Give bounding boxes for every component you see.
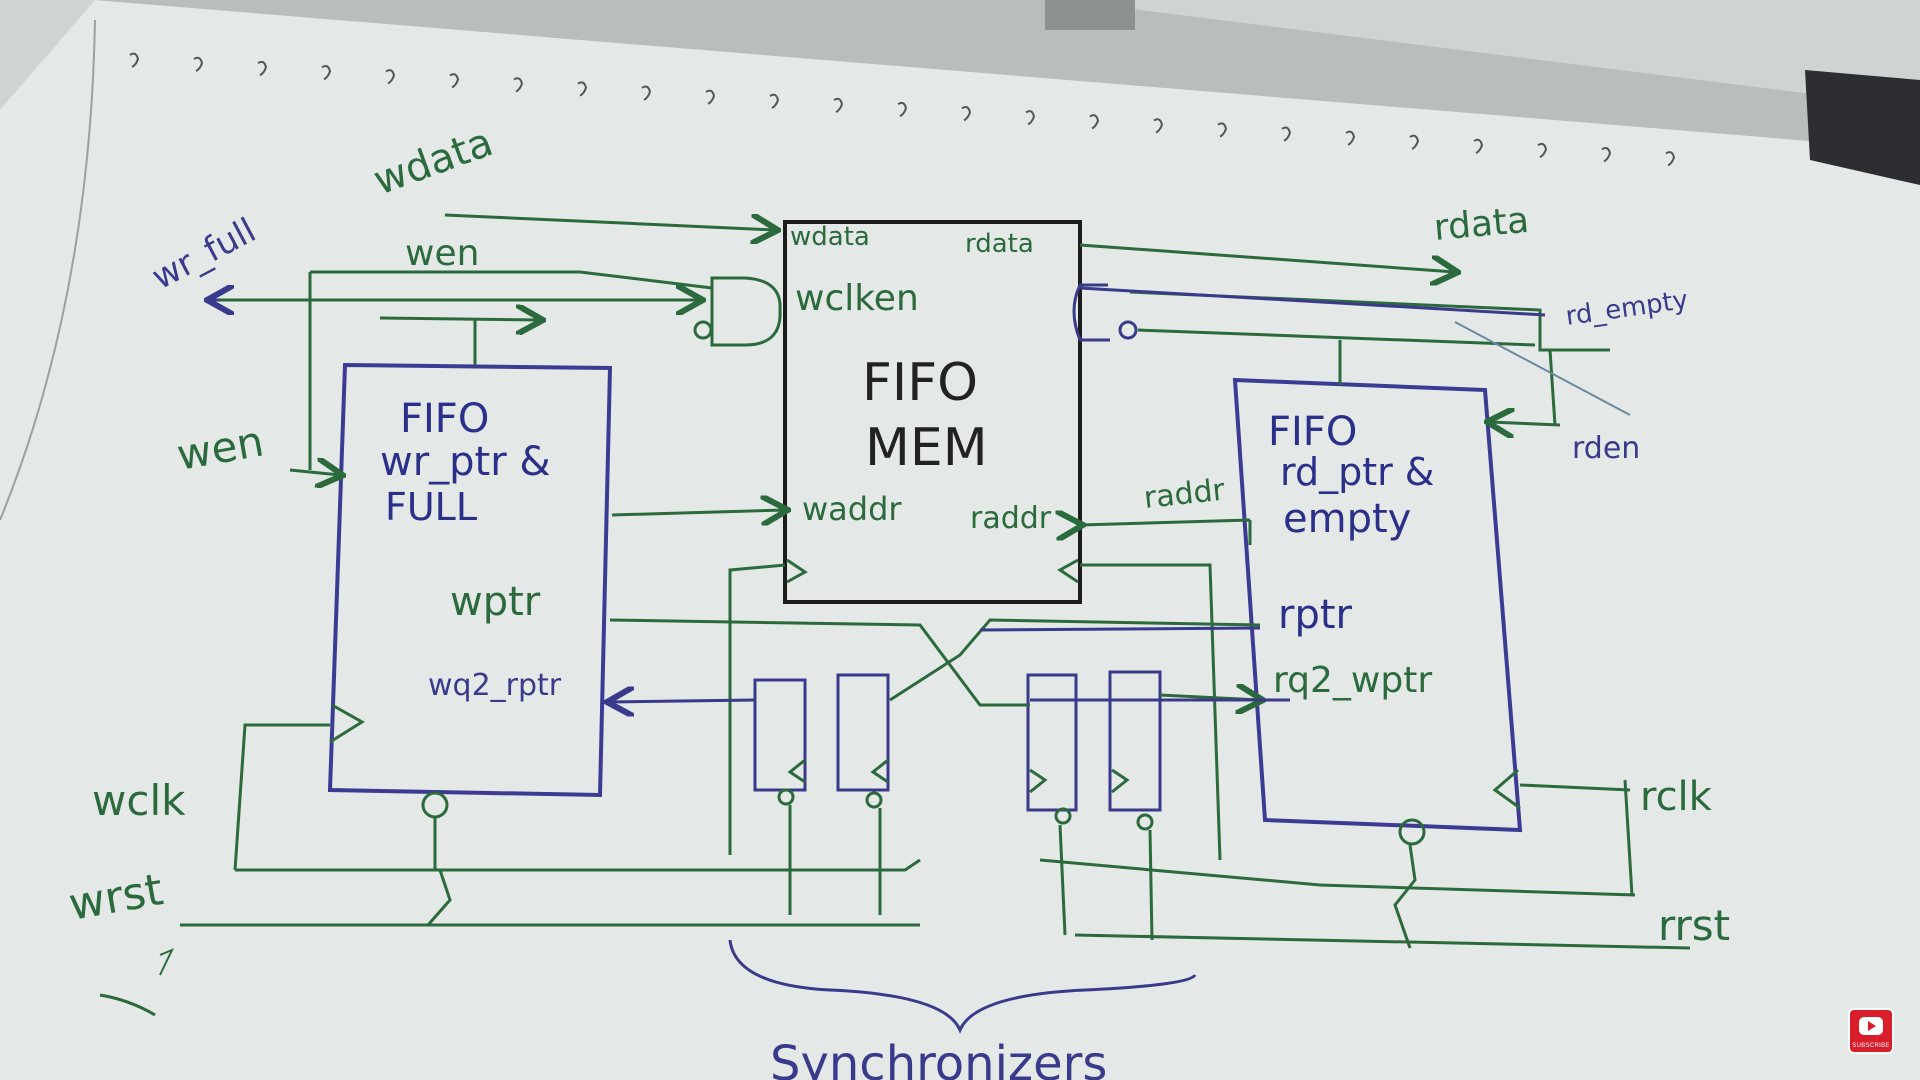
sync-flop-clock-icon	[1029, 768, 1048, 794]
mem-title-mem: MEM	[865, 418, 988, 478]
write-side-synchronizer	[753, 673, 890, 809]
blue-wires	[210, 288, 1546, 702]
binding-hole	[1409, 134, 1420, 150]
mem-waddr-port: waddr	[802, 490, 902, 528]
binding-hole	[449, 73, 460, 89]
mem-raddr-port: raddr	[970, 501, 1052, 536]
synchronizers-brace	[728, 939, 1197, 1034]
mem-title-fifo: FIFO	[862, 353, 978, 413]
binding-hole	[1537, 142, 1548, 159]
board-clip	[1045, 0, 1135, 30]
board-frame	[95, 0, 1920, 150]
binding-hole	[961, 105, 972, 122]
rden-label: rden	[1572, 431, 1640, 466]
binding-hole	[1153, 118, 1164, 134]
raddr-wire-label: raddr	[1142, 473, 1227, 516]
binding-hole	[1345, 130, 1356, 146]
read-gate-invert-bubble-icon	[1118, 320, 1138, 340]
write-and-gate-icon	[710, 276, 782, 347]
subscribe-button[interactable]: SUBSCRIBE	[1848, 1008, 1894, 1054]
mem-wclken-port: wclken	[795, 278, 919, 319]
wen-top-label: wen	[405, 233, 479, 274]
binding-hole	[1665, 151, 1676, 167]
binding-holes	[129, 52, 1676, 167]
rd-block-rq2wptr-port: rq2_wptr	[1273, 660, 1432, 701]
rd-ptr-empty-block: FIFO rd_ptr & empty rptr rq2_wptr	[1232, 377, 1523, 846]
wr-block-ptr-label: wr_ptr &	[380, 439, 551, 485]
binding-hole	[129, 52, 140, 68]
rd-block-reset-bubble-icon	[1398, 818, 1426, 846]
binding-hole	[641, 85, 652, 101]
rclk-label: rclk	[1640, 774, 1713, 820]
read-and-gate-icon	[1072, 283, 1110, 342]
write-gate-invert-bubble-icon	[693, 320, 713, 340]
binding-hole	[1281, 126, 1292, 142]
binding-hole	[1217, 122, 1228, 138]
rd-block-empty-label: empty	[1283, 496, 1411, 542]
binding-hole	[193, 56, 204, 72]
binding-hole	[1473, 138, 1484, 154]
binding-hole	[513, 77, 524, 93]
wr-block-wptr-port: wptr	[450, 579, 541, 625]
binding-hole	[769, 93, 780, 109]
rdata-output-label: rdata	[1432, 200, 1530, 249]
wr-block-fifo-label: FIFO	[400, 396, 489, 442]
binding-hole	[897, 101, 908, 118]
sync-flop-clock-icon	[787, 758, 806, 784]
binding-hole	[705, 89, 716, 105]
subscribe-label: SUBSCRIBE	[1852, 1043, 1890, 1049]
board-holder	[1805, 70, 1920, 185]
green-wires	[180, 213, 1691, 950]
rd-block-ptr-label: rd_ptr &	[1280, 450, 1434, 494]
wclk-label: wclk	[92, 776, 186, 825]
binding-hole	[257, 60, 268, 77]
binding-hole	[1089, 114, 1100, 130]
rd-block-fifo-label: FIFO	[1268, 409, 1357, 455]
mem-rclk-clock-icon	[1057, 558, 1079, 584]
binding-hole	[577, 81, 588, 97]
mem-rdata-port: rdata	[965, 229, 1034, 259]
sync-flop-clock-icon	[870, 758, 889, 784]
binding-hole	[1601, 146, 1612, 163]
rd-block-clock-icon	[1492, 768, 1521, 810]
mem-wclk-clock-icon	[786, 558, 808, 584]
sync-flop-clock-icon	[1111, 768, 1130, 794]
wr-block-full-label: FULL	[385, 485, 477, 529]
binding-hole	[321, 64, 332, 81]
mem-wdata-port: wdata	[790, 222, 870, 252]
synchronizers-label: Synchronizers	[770, 1036, 1107, 1080]
binding-hole	[833, 97, 844, 113]
wr-block-clock-icon	[329, 703, 365, 744]
fifo-mem-block: wdata rdata wclken FIFO MEM waddr raddr	[783, 220, 1082, 604]
binding-hole	[1025, 110, 1036, 126]
subscribe-icon	[1859, 1017, 1883, 1035]
rd-block-rptr-port: rptr	[1278, 592, 1353, 638]
binding-hole	[385, 69, 396, 85]
wr-block-wq2rptr-port: wq2_rptr	[428, 668, 562, 703]
read-side-synchronizer	[1026, 670, 1162, 831]
wr-ptr-full-block: FIFO wr_ptr & FULL wptr wq2_rptr	[327, 362, 613, 819]
rrst-label: rrst	[1658, 901, 1730, 950]
